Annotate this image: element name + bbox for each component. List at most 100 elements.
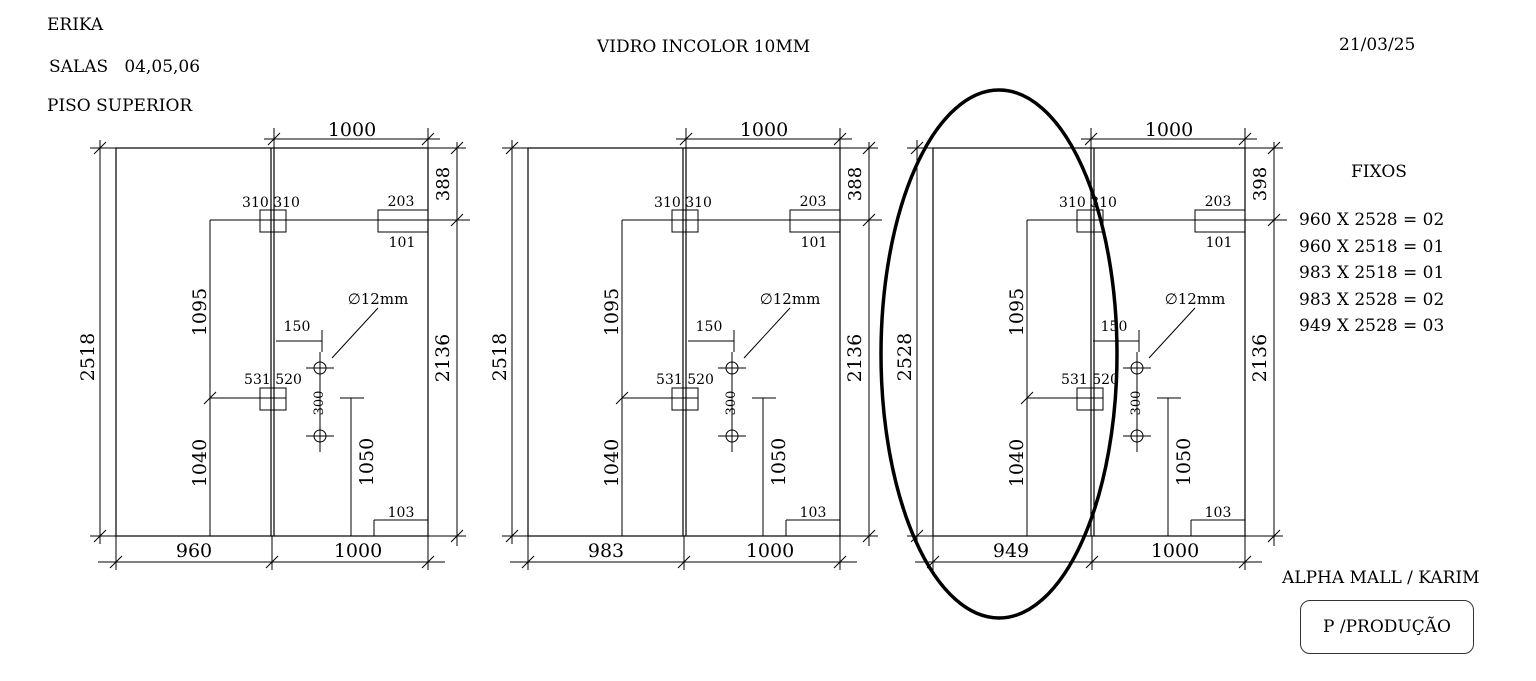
bottom-left-label: 960: [176, 540, 212, 562]
dim-tick: [1267, 529, 1281, 543]
production-stamp-label: P /PRODUÇÃO: [1323, 617, 1451, 637]
hole-diameter-label: ∅12mm: [348, 290, 409, 308]
top-width-label: 1000: [740, 119, 788, 141]
lower-pair-label: 531 520: [244, 372, 302, 388]
dim-tick: [421, 132, 435, 146]
patch-height-label: 101: [801, 235, 828, 251]
dim-tick: [450, 529, 464, 543]
dim-tick: [862, 141, 876, 155]
patch-height-label: 101: [389, 235, 416, 251]
fixos-list: 960 X 2528 = 02 960 X 2518 = 01 983 X 25…: [1299, 207, 1444, 340]
total-height-label: 2518: [489, 333, 511, 381]
dim-tick: [505, 141, 519, 155]
top-hinge-patch: [671, 209, 699, 233]
hole-spacing-label: 300: [312, 391, 327, 416]
dim-tick: [1084, 132, 1098, 146]
top-lock-patch: [377, 209, 429, 233]
dim-tick: [862, 529, 876, 543]
corner-label: 103: [388, 505, 415, 521]
dim-tick: [267, 132, 281, 146]
dim-tick: [1085, 555, 1099, 569]
hole-leader: [743, 307, 791, 359]
right-height-label: 2136: [1249, 334, 1271, 382]
fixos-item: 960 X 2518 = 01: [1299, 236, 1445, 257]
top-width-label: 1000: [328, 119, 376, 141]
top-width-label: 1000: [1145, 119, 1193, 141]
production-stamp: P /PRODUÇÃO: [1300, 600, 1474, 654]
dim-tick: [93, 529, 107, 543]
dim-tick: [679, 132, 693, 146]
dim-tick: [910, 529, 924, 543]
bottom-left-label: 983: [588, 540, 624, 562]
dim-tick: [833, 132, 847, 146]
hole-diameter-label: ∅12mm: [760, 290, 821, 308]
dim-tick: [833, 555, 847, 569]
hole-leader: [1148, 307, 1196, 359]
hinge-pair-label: 310 310: [242, 195, 300, 211]
dim-tick: [910, 141, 924, 155]
patch-width-label: 203: [800, 194, 827, 210]
lower-pair-label: 531 520: [1061, 372, 1119, 388]
fixos-item: 983 X 2518 = 01: [1299, 263, 1445, 283]
dim-tick: [265, 555, 279, 569]
dim-tick: [450, 141, 464, 155]
dim-tick: [521, 555, 535, 569]
top-height-label: 398: [1250, 167, 1271, 201]
dim-tick: [1267, 213, 1281, 227]
bottom-right-label: 1000: [334, 540, 382, 562]
door-panel-3: 1000 2528 398 2136 310 310 203 101 1095 1040 531 …: [894, 119, 1287, 570]
bottom-hinge-patch: [1076, 387, 1104, 411]
bottom-left-label: 949: [993, 540, 1029, 562]
upper-height-label: 1095: [601, 288, 623, 336]
rooms-label: SALAS 04,05,06: [49, 57, 201, 77]
hinge-pair-label: 310 310: [654, 195, 712, 211]
offset-label: 150: [284, 319, 311, 335]
dim-tick: [1238, 132, 1252, 146]
patch-width-label: 203: [388, 194, 415, 210]
top-lock-patch: [789, 209, 841, 233]
handle-height-label: 1050: [1173, 438, 1195, 486]
bottom-right-label: 1000: [746, 540, 794, 562]
fixos-item: 983 X 2528 = 02: [1299, 289, 1445, 310]
patch-height-label: 101: [1206, 235, 1233, 251]
offset-label: 150: [696, 319, 723, 335]
material-title: VIDRO INCOLOR 10MM: [597, 37, 811, 57]
offset-label: 150: [1101, 319, 1128, 335]
total-height-label: 2528: [894, 333, 916, 381]
fixos-title: FIXOS: [1351, 162, 1407, 182]
dim-tick: [862, 213, 876, 227]
hole-leader: [331, 307, 379, 359]
fixos-item: 960 X 2528 = 02: [1299, 210, 1445, 230]
top-lock-patch: [1194, 209, 1246, 233]
hole-spacing-label: 300: [1129, 391, 1144, 416]
upper-height-label: 1095: [1006, 288, 1028, 336]
client-name: ERIKA: [47, 15, 104, 35]
bottom-hinge-patch: [259, 387, 287, 411]
highlight-ellipse: [879, 88, 1119, 620]
handle-height-label: 1050: [356, 438, 378, 486]
total-height-label: 2518: [77, 333, 99, 381]
corner-label: 103: [800, 505, 827, 521]
lower-height-label: 1040: [601, 439, 623, 487]
hinge-pair-label: 310 310: [1059, 195, 1117, 211]
lower-height-label: 1040: [1006, 439, 1028, 487]
dim-tick: [450, 213, 464, 227]
dim-tick: [677, 555, 691, 569]
dim-tick: [505, 529, 519, 543]
bottom-hinge-patch: [671, 387, 699, 411]
glass-panel: [932, 147, 1246, 537]
top-hinge-patch: [1076, 209, 1104, 233]
fixos-item: 949 X 2528 = 03: [1299, 316, 1445, 336]
top-height-label: 388: [433, 167, 454, 201]
hole-spacing-label: 300: [724, 391, 739, 416]
right-height-label: 2136: [844, 334, 866, 382]
right-height-label: 2136: [432, 334, 454, 382]
hole-diameter-label: ∅12mm: [1165, 290, 1226, 308]
floor-label: PISO SUPERIOR: [47, 96, 193, 116]
lower-height-label: 1040: [189, 439, 211, 487]
patch-width-label: 203: [1205, 194, 1232, 210]
top-hinge-patch: [259, 209, 287, 233]
